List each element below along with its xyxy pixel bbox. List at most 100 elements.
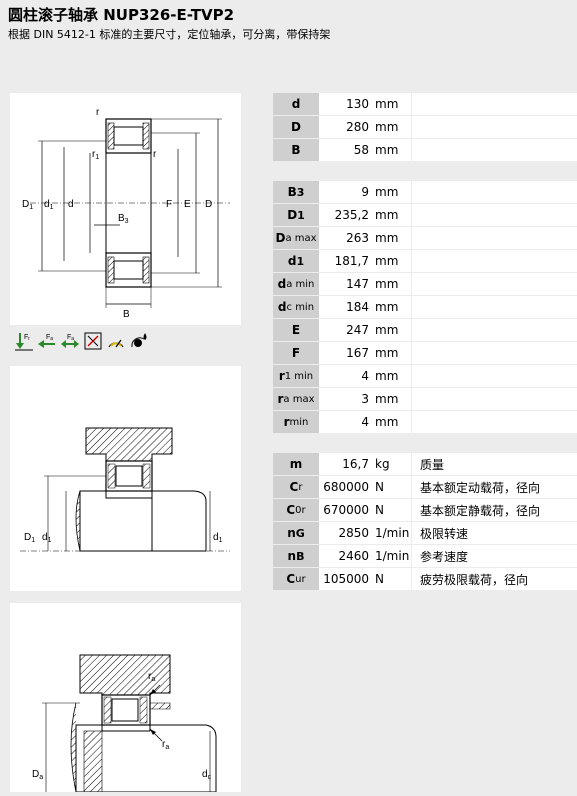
bearing-dimension-drawing: r r1 r D1 d1 d F E D B3 B [10, 93, 241, 325]
svg-text:Fa: Fa [46, 334, 53, 342]
label-d1-right: d1 [213, 532, 223, 544]
description-cell: 参考速度 [412, 545, 577, 567]
description-cell [412, 250, 577, 272]
label-ra-bottom: ra [162, 739, 169, 751]
abutment-drawing: ra ra Da dc [10, 603, 241, 793]
symbol-cell: d [273, 93, 319, 115]
svg-text:Fr: Fr [24, 334, 30, 342]
label-dc: dc [202, 769, 212, 781]
description-cell [412, 227, 577, 249]
no-misalignment-icon [84, 332, 102, 350]
description-cell: 极限转速 [412, 522, 577, 544]
speed-icon [108, 339, 124, 348]
axial-load-both-icon: Fa [61, 334, 79, 348]
lubrication-icon [131, 333, 147, 348]
description-cell: 疲劳极限载荷，径向 [412, 568, 577, 590]
symbol-cell: F [273, 342, 319, 364]
label-D: D [205, 199, 212, 210]
label-r-right: r [153, 149, 157, 160]
label-ra-top: ra [148, 671, 155, 683]
axial-load-left-icon: Fa [38, 334, 55, 348]
description-cell [412, 93, 577, 115]
description-cell [412, 319, 577, 341]
label-B3: B3 [118, 213, 129, 225]
description-cell [412, 116, 577, 138]
radial-load-icon: Fr [15, 333, 33, 351]
mounting-drawing: D1 d1 d1 [10, 366, 241, 591]
description-cell [412, 273, 577, 295]
label-D1: D1 [22, 199, 33, 211]
description-cell: 基本额定动载荷，径向 [412, 476, 577, 498]
symbol-cell: m [273, 453, 319, 475]
label-d1: d1 [44, 199, 54, 211]
label-d: d [68, 199, 74, 210]
description-cell [412, 296, 577, 318]
description-cell [412, 411, 577, 433]
label-r1: r1 [92, 149, 99, 161]
label-Da: Da [32, 769, 43, 781]
description-cell [412, 365, 577, 387]
description-cell [412, 342, 577, 364]
label-D1: D1 [24, 532, 35, 544]
label-B: B [123, 309, 130, 320]
label-E: E [184, 199, 191, 210]
symbol-cell: E [273, 319, 319, 341]
bearing-property-icons: Fr Fa Fa [14, 331, 149, 351]
description-cell [412, 139, 577, 161]
page-subtitle: 根据 DIN 5412-1 标准的主要尺寸，定位轴承，可分离，带保持架 [8, 28, 331, 41]
symbol-cell: D [273, 116, 319, 138]
description-cell [412, 388, 577, 410]
